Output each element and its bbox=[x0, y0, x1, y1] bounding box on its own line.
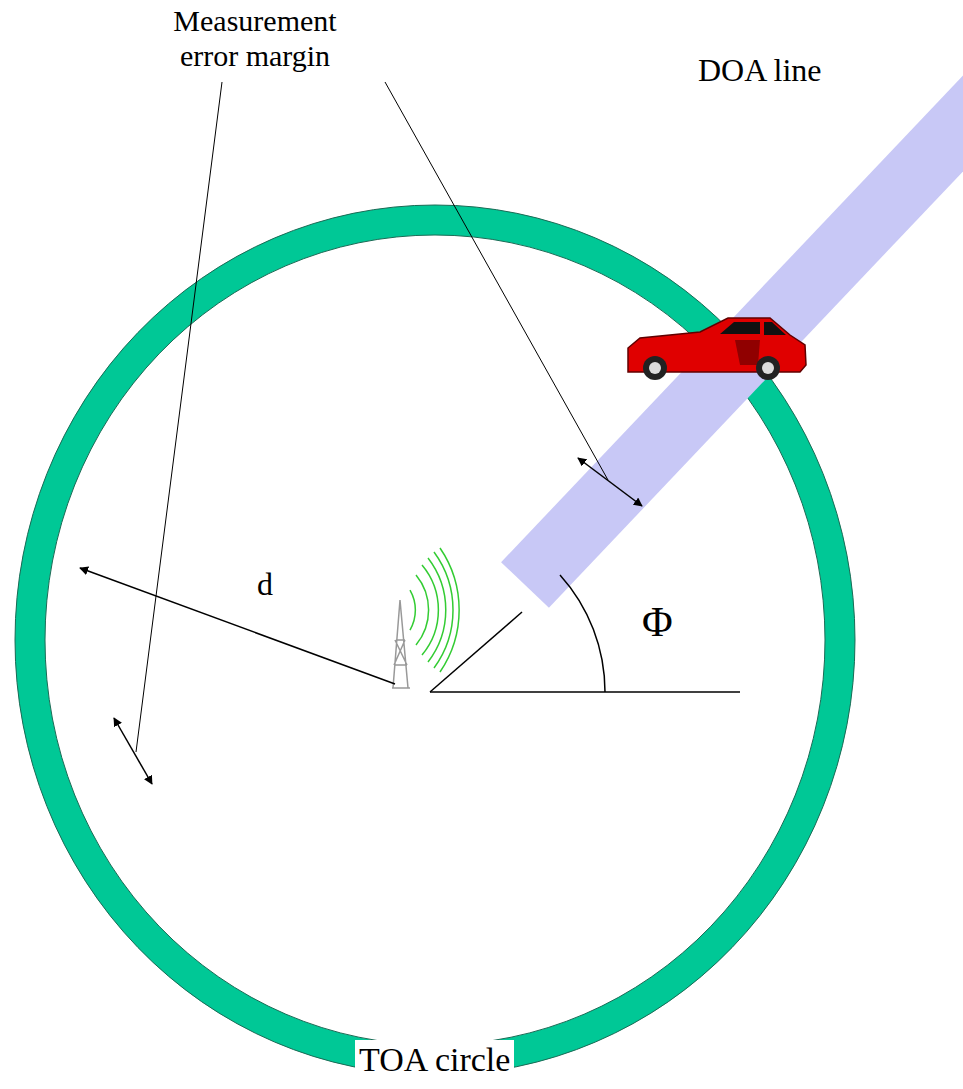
doa-band bbox=[525, 95, 963, 585]
radius-label: d bbox=[257, 566, 297, 603]
car-icon bbox=[628, 318, 806, 380]
antenna-tower bbox=[392, 600, 410, 688]
radio-waves bbox=[410, 548, 459, 672]
leader-line bbox=[136, 82, 222, 752]
angle-lines bbox=[430, 575, 740, 692]
band-width-arrow bbox=[578, 458, 642, 506]
ring-inner-edge bbox=[45, 235, 825, 1045]
ring-label: TOA circle bbox=[355, 1040, 514, 1079]
radius-arrow bbox=[80, 568, 395, 684]
ring-width-arrow bbox=[114, 718, 152, 784]
angle-label: Φ bbox=[642, 598, 692, 646]
ring-outer-edge bbox=[15, 205, 855, 1075]
leader-line bbox=[385, 82, 608, 480]
toa-ring bbox=[30, 220, 840, 1060]
band-label: DOA line bbox=[698, 52, 888, 89]
callout-label: Measurement error margin bbox=[145, 4, 365, 73]
